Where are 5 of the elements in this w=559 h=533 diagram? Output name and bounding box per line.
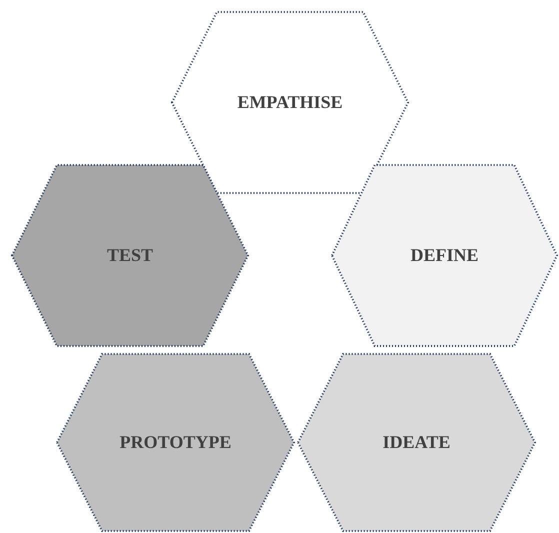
stage-label: PROTOTYPE [120, 432, 232, 453]
stage-label: DEFINE [410, 245, 478, 266]
stage-label: IDEATE [382, 432, 450, 453]
stage-label: EMPATHISE [237, 92, 343, 113]
stage-label: TEST [106, 245, 154, 266]
